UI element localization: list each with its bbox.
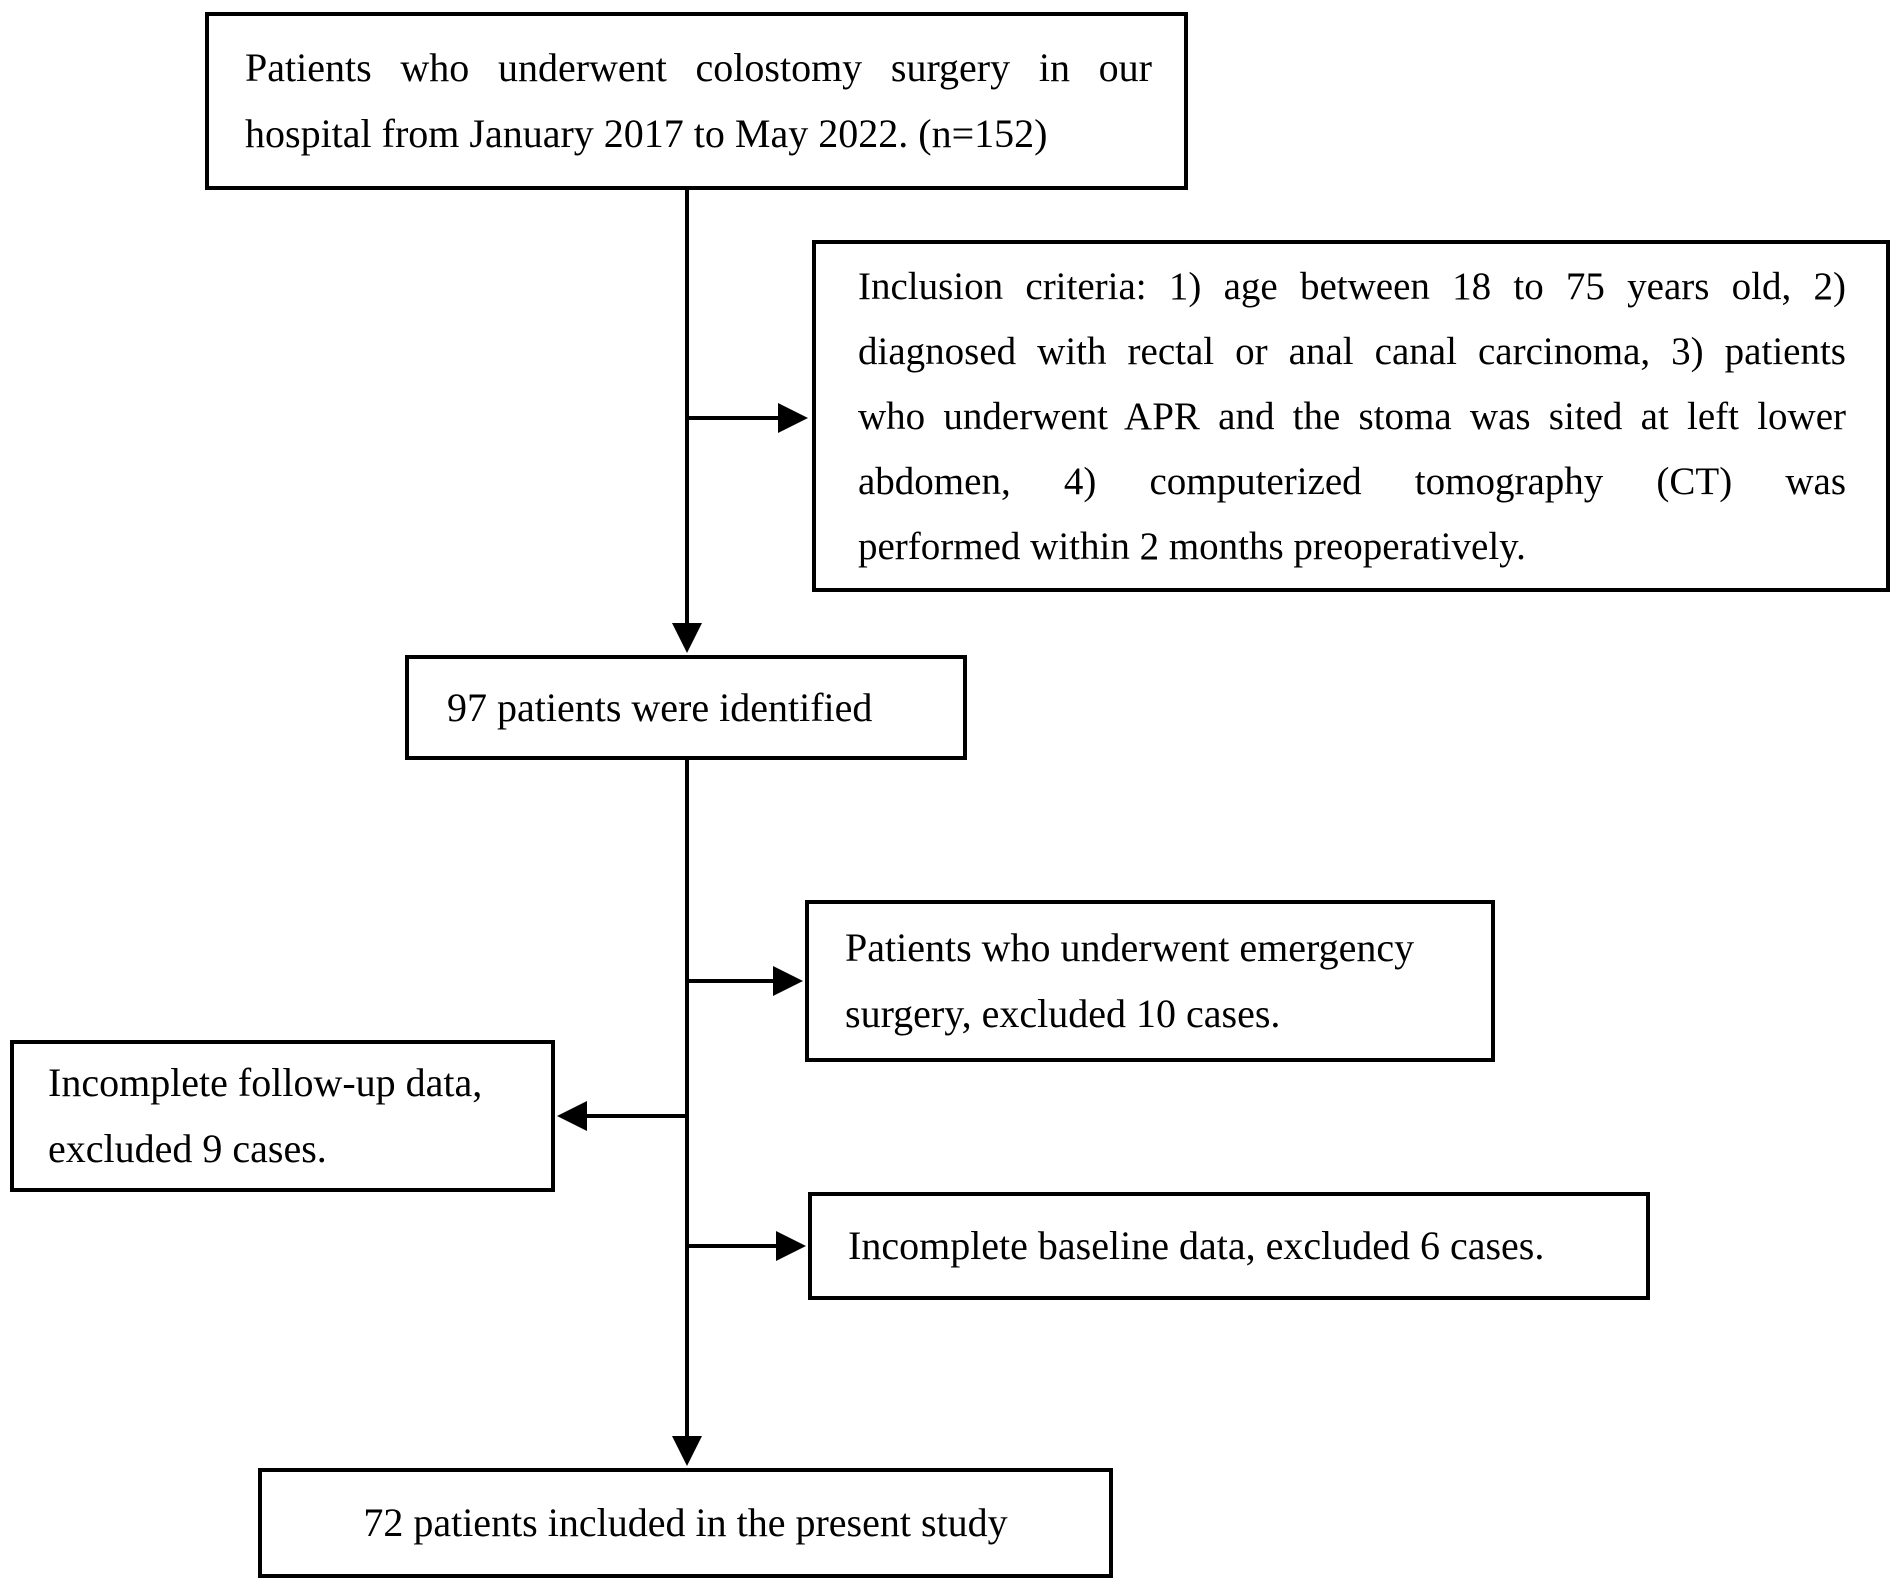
box-line: performed within 2 months preoperatively…: [858, 524, 1526, 568]
box-line: hospital from January 2017 to May 2022. …: [245, 111, 1048, 156]
box-line: Incomplete follow-up data,: [48, 1060, 483, 1105]
incomplete-baseline-excluded-box: Incomplete baseline data, excluded 6 cas…: [808, 1192, 1650, 1300]
box-line: excluded 9 cases.: [48, 1126, 327, 1171]
box-line: 72 patients included in the present stud…: [363, 1500, 1008, 1545]
arrowhead-right-icon: [773, 966, 803, 996]
included-patients-box: 72 patients included in the present stud…: [258, 1468, 1113, 1578]
top-box-patients-total: Patients who underwent colostomy surgery…: [205, 12, 1188, 190]
box-line: Patients who underwent colostomy surgery…: [245, 45, 1152, 90]
box-line: 97 patients were identified: [447, 684, 873, 730]
box-line: abdomen, 4) computerized tomography (CT)…: [858, 459, 1846, 503]
box-line: surgery, excluded 10 cases.: [845, 991, 1281, 1036]
arrowhead-right-icon: [778, 403, 808, 433]
box-line: Incomplete baseline data, excluded 6 cas…: [848, 1223, 1545, 1268]
box-line: Inclusion criteria: 1) age between 18 to…: [858, 264, 1846, 308]
incomplete-followup-excluded-box: Incomplete follow-up data, excluded 9 ca…: [10, 1040, 555, 1192]
arrowhead-down-icon: [672, 1436, 702, 1466]
identified-patients-box: 97 patients were identified: [405, 655, 967, 760]
arrowhead-left-icon: [557, 1101, 587, 1131]
arrowhead-right-icon: [776, 1231, 806, 1261]
box-line: Patients who underwent emergency: [845, 925, 1415, 970]
emergency-surgery-excluded-box: Patients who underwent emergency surgery…: [805, 900, 1495, 1062]
arrowhead-down-icon: [672, 623, 702, 653]
inclusion-criteria-box: Inclusion criteria: 1) age between 18 to…: [812, 240, 1890, 592]
box-line: diagnosed with rectal or anal canal carc…: [858, 329, 1846, 373]
box-line: who underwent APR and the stoma was site…: [858, 394, 1846, 438]
